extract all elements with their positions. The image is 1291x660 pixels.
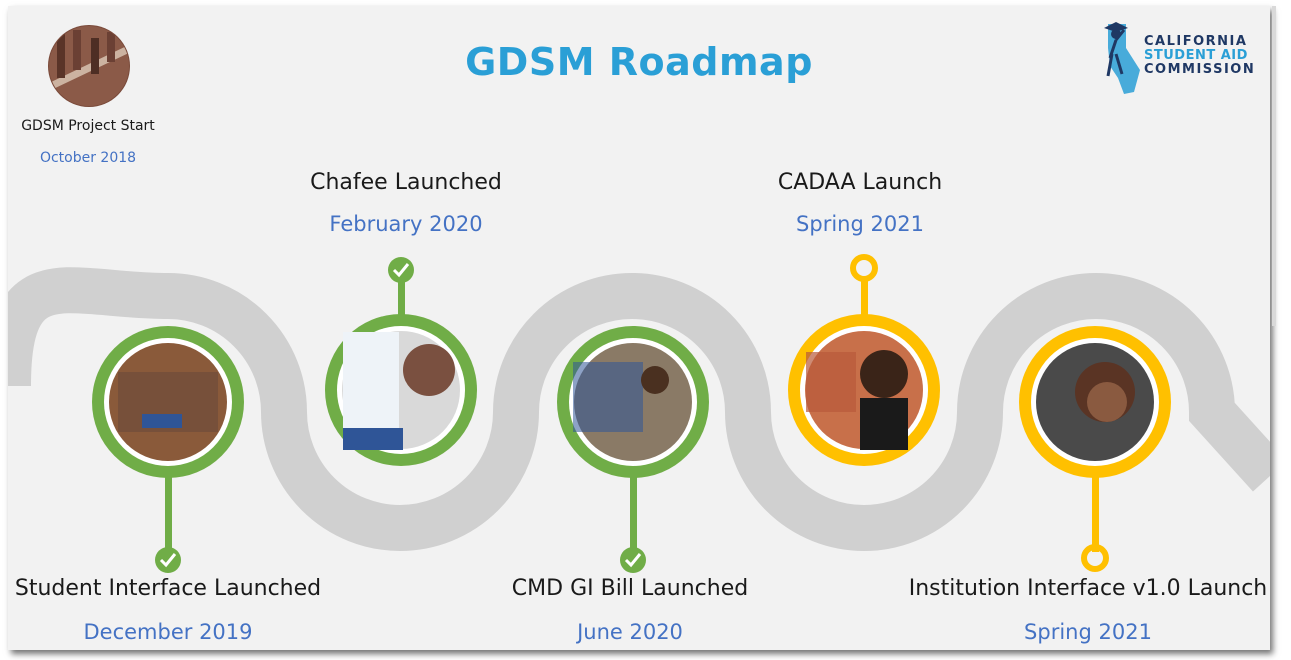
milestone-2-date: February 2020 (329, 212, 483, 236)
milestone-cmd-gi-bill (557, 326, 709, 573)
logo-line-3: COMMISSION (1144, 62, 1256, 77)
milestone-1-date: December 2019 (83, 620, 253, 644)
start-date: October 2018 (39, 150, 137, 166)
milestone-4-name: CADAA Launch (777, 170, 943, 195)
milestone-5-date: Spring 2021 (1024, 620, 1152, 644)
milestone-institution-interface (1019, 326, 1171, 572)
logo-line-1: CALIFORNIA (1144, 34, 1248, 49)
milestone-cadaa (788, 254, 940, 466)
check-icon (159, 553, 177, 568)
start-name: GDSM Project Start (21, 118, 155, 134)
scrollbar[interactable] (1272, 6, 1276, 326)
milestone-1-name: Student Interface Launched (14, 576, 322, 601)
milestone-4-date: Spring 2021 (796, 212, 924, 236)
milestone-5-name: Institution Interface v1.0 Launch (908, 576, 1268, 601)
milestone-3-name: CMD GI Bill Launched (511, 576, 749, 601)
milestone-student-interface (92, 326, 244, 573)
graduate-state-icon (1104, 22, 1140, 94)
page-title: GDSM Roadmap (465, 40, 813, 84)
milestone-chafee (325, 257, 477, 466)
logo-wordmark: CALIFORNIA STUDENT AID COMMISSION (1144, 35, 1255, 77)
logo-line-2: STUDENT AID (1144, 48, 1248, 63)
csac-logo: CALIFORNIA STUDENT AID COMMISSION (1096, 18, 1266, 98)
winding-road (8, 267, 1270, 551)
check-icon (392, 263, 410, 278)
roadmap-slide: GDSM Roadmap CALIFORNIA STUDENT AID COMM… (8, 6, 1270, 650)
milestone-2-name: Chafee Launched (310, 170, 502, 195)
start-photo (48, 25, 130, 107)
check-icon (624, 553, 642, 568)
milestone-3-date: June 2020 (577, 620, 683, 644)
